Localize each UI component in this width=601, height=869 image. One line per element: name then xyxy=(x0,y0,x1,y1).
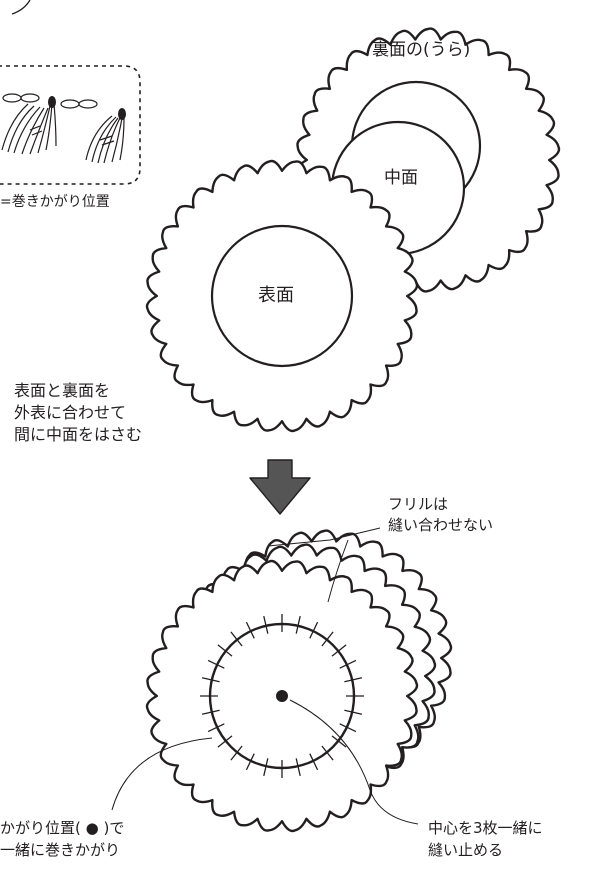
stitch-sample-left xyxy=(1,93,98,155)
center-stitch-dot xyxy=(276,690,288,702)
whip-leader-line xyxy=(111,737,213,811)
center-callout: 中心を3枚一緒に 縫い止める xyxy=(428,817,543,861)
whip-stitch-tick xyxy=(207,659,225,669)
whip-stitch-tick xyxy=(263,758,269,777)
front-inner-circle xyxy=(210,224,354,368)
instruction-line-1: 表面と裏面を xyxy=(14,381,111,400)
whip-callout: かがり位置( ● )で 一緒に巻きかがり xyxy=(0,817,124,861)
whip-callout-line-1: かがり位置( ● )で xyxy=(0,819,125,837)
whip-stitch-dot-2 xyxy=(118,108,126,120)
whip-stitch-tick xyxy=(230,631,243,647)
down-arrow-icon xyxy=(249,459,311,515)
whip-stitch-tick xyxy=(321,631,334,647)
whip-stitch-tick xyxy=(309,621,319,639)
instruction-line-2: 外表に合わせて xyxy=(14,403,127,422)
center-leader-line xyxy=(289,699,419,825)
whip-stitch-tick xyxy=(339,723,357,733)
whip-stitch-ticks xyxy=(200,614,364,778)
frill-callout: フリルは 縫い合わせない xyxy=(388,494,493,536)
frill-callout-line-1: フリルは xyxy=(388,495,449,513)
middle-layer-label: 中面 xyxy=(384,168,418,188)
whip-stitch-dot xyxy=(48,96,56,108)
stitch-sample-right xyxy=(85,115,125,164)
whip-stitch-tick xyxy=(331,735,347,748)
whip-stitch-tick xyxy=(217,644,233,657)
center-callout-line-2: 縫い止める xyxy=(428,841,504,859)
whip-stitch-tick xyxy=(245,753,255,771)
back-layer-label: 裏面の(うら) xyxy=(372,40,471,60)
assembly-instruction: 表面と裏面を 外表に合わせて 間に中面をはさむ xyxy=(14,380,142,446)
front-layer-label: 表面 xyxy=(258,285,294,306)
whip-stitch-tick xyxy=(321,745,334,761)
frill-leader-lines xyxy=(267,527,381,603)
whip-callout-line-2: 一緒に巻きかがり xyxy=(0,841,121,859)
whip-stitch-tick xyxy=(201,709,220,715)
whip-stitch-tick xyxy=(230,745,243,761)
whip-stitch-tick xyxy=(217,735,233,748)
center-callout-line-1: 中心を3枚一緒に xyxy=(428,819,543,837)
whip-stitch-tick xyxy=(295,758,301,777)
whip-stitch-tick xyxy=(344,709,363,715)
frill-callout-line-2: 縫い合わせない xyxy=(388,516,494,534)
whip-stitch-tick xyxy=(263,615,269,634)
instruction-line-3: 間に中面をはさむ xyxy=(14,425,143,444)
legend-box xyxy=(0,0,141,185)
whip-stitch-tick xyxy=(309,753,319,771)
whip-stitch-tick xyxy=(295,615,301,634)
legend-caption: =巻きかがり位置 xyxy=(0,194,110,210)
whip-stitch-tick xyxy=(331,644,347,657)
whip-stitch-tick xyxy=(201,677,220,683)
whip-stitch-tick xyxy=(245,621,255,639)
whip-stitch-tick xyxy=(339,659,357,669)
whip-stitch-tick xyxy=(207,723,225,733)
whip-stitch-tick xyxy=(344,677,363,683)
